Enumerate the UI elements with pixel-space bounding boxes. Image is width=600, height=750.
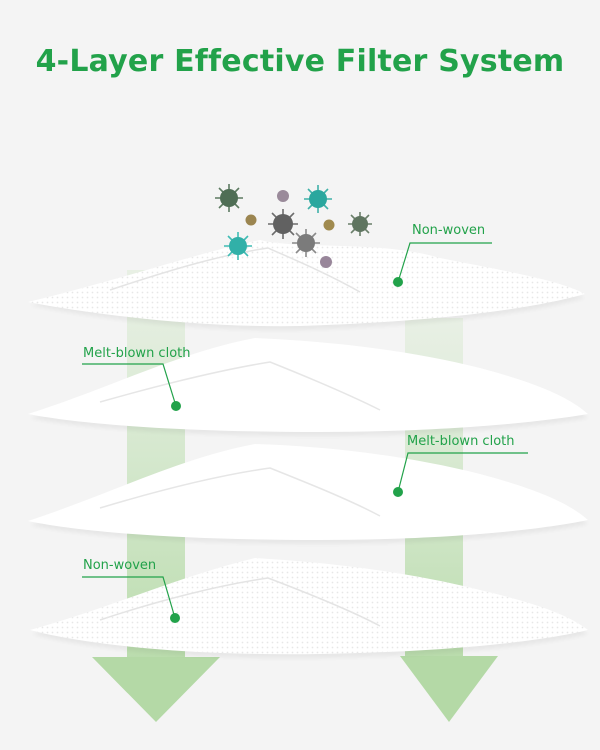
callout-1 [393, 242, 492, 287]
dust-particle [323, 219, 335, 231]
callout-2 [82, 363, 181, 411]
dust-particle [320, 256, 332, 268]
particles [215, 184, 372, 268]
virus-particle [348, 212, 372, 236]
callout-4 [82, 576, 180, 623]
virus-particle [268, 209, 298, 239]
dust-particle [245, 214, 257, 226]
layer-label-non-woven-top: Non-woven [412, 223, 486, 238]
page-title: 4-Layer Effective Filter System [35, 44, 565, 79]
dust-particle [277, 190, 289, 202]
virus-particle [304, 185, 332, 213]
layer-label-melt-blown-right: Melt-blown cloth [407, 434, 515, 449]
callout-3 [393, 452, 528, 497]
virus-particle [292, 229, 320, 257]
virus-particle [224, 232, 252, 260]
filter-layer-2 [28, 338, 588, 436]
layer-label-melt-blown-left: Melt-blown cloth [83, 346, 191, 361]
layer-label-non-woven-bottom: Non-woven [83, 558, 157, 573]
filter-layer-1 [28, 240, 585, 331]
filter-layer-3 [28, 444, 588, 544]
virus-particle [215, 184, 243, 212]
filter-layer-4 [30, 558, 588, 659]
